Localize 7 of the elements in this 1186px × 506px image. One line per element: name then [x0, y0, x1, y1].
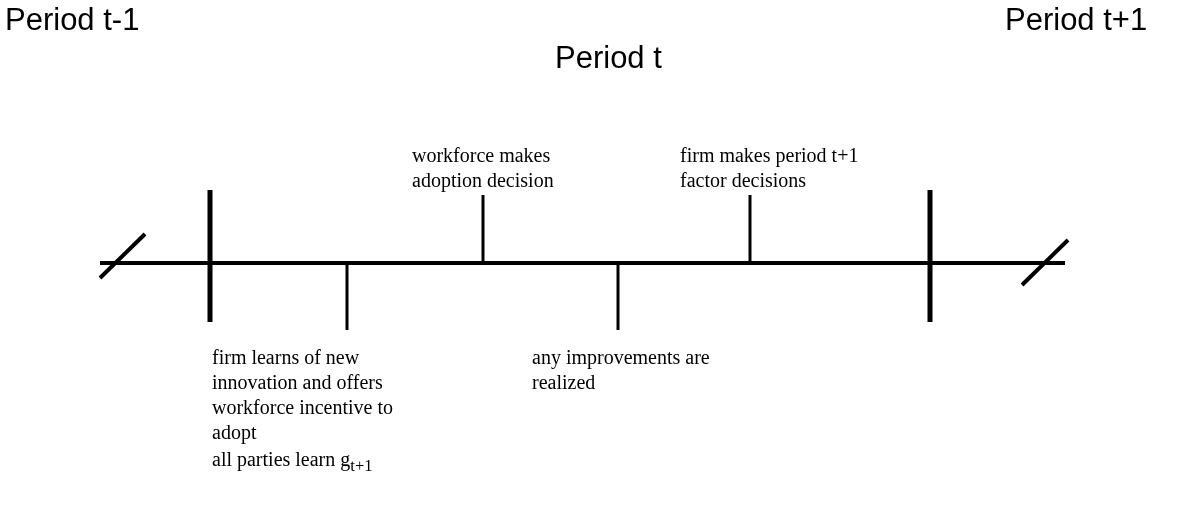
period-label: Period t+1 — [1005, 2, 1148, 38]
period-label: Period t-1 — [5, 2, 140, 38]
event-label: workforce makes adoption decision — [412, 143, 555, 193]
period-label: Period t — [555, 40, 662, 76]
event-label: firm makes period t+1 factor decisions — [680, 143, 860, 193]
event-label: all parties learn g$_{t+1}$ — [212, 447, 374, 477]
event-label: any improvements are realized — [532, 345, 711, 395]
